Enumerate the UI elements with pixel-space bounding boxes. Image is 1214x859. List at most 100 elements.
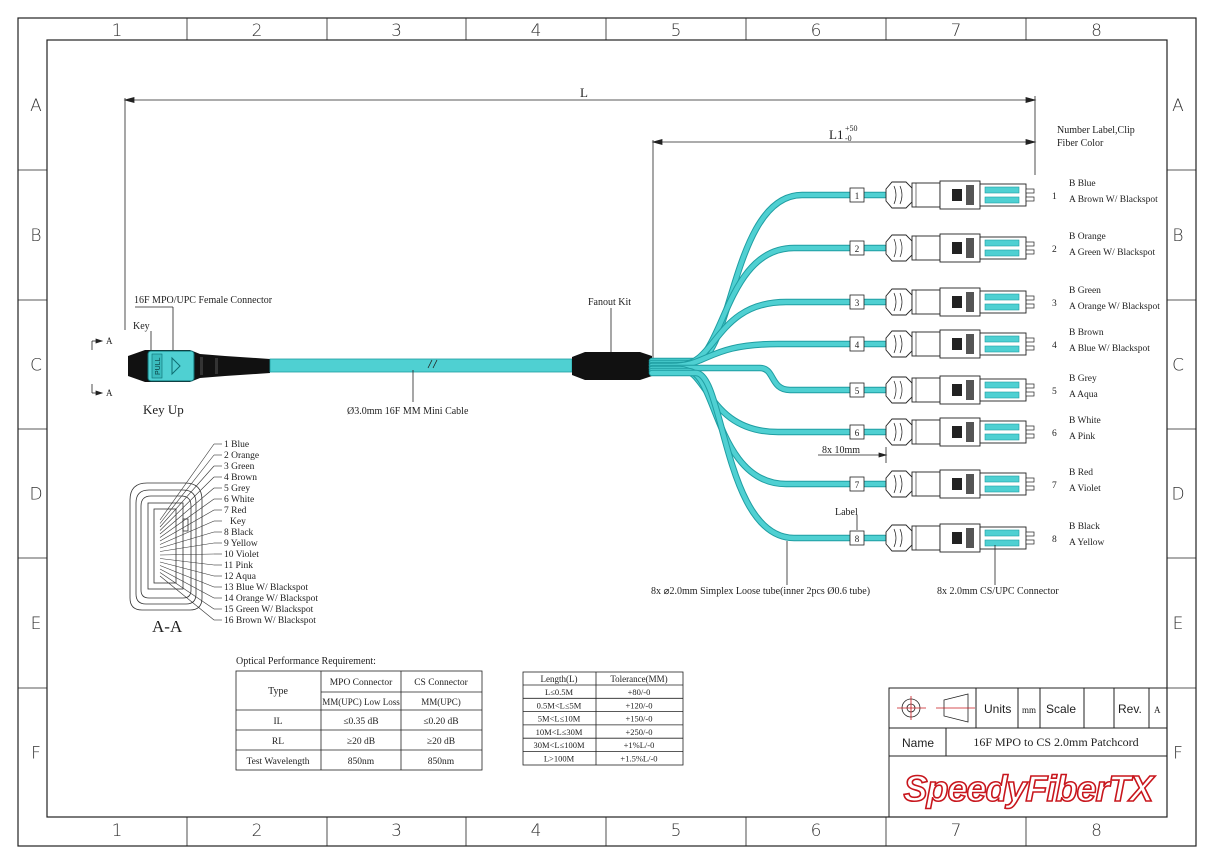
cs-connector (885, 180, 1035, 210)
cs-connector (885, 287, 1035, 317)
leg-color-a: A Yellow (1069, 538, 1105, 548)
optical-table-title: Optical Performance Requirement: (236, 656, 376, 667)
cs-connector-label: 8x 2.0mm CS/UPC Connector (937, 586, 1059, 597)
tolerance-col-length: Length(L) (541, 674, 578, 684)
fiber-map-entry: 14 Orange W/ Blackspot (224, 594, 318, 604)
tolerance-row-length: L≤0.5M (545, 687, 573, 697)
fiber-leg (649, 366, 888, 435)
fiber-number-label: 4 (849, 336, 865, 352)
grid-column-label: 4 (531, 21, 542, 41)
units-label: Units (984, 702, 1011, 716)
fiber-map-entry: 10 Violet (224, 550, 259, 560)
fiber-map-leader (159, 520, 215, 545)
fiber-leg-outline (648, 191, 889, 365)
fiber-map-entry: 4 Brown (224, 473, 257, 483)
leg-number: 6 (1052, 429, 1057, 439)
leg-color-a: A Pink (1069, 432, 1095, 442)
fiber-number-label: 1 (849, 187, 865, 203)
fiber-number-text: 8 (855, 534, 860, 544)
fiber-number-label: 8 (849, 530, 865, 546)
brand-logo: SpeedyFiberTX (903, 768, 1155, 809)
section-marks (91, 338, 104, 396)
grid-column-label: 2 (252, 21, 263, 41)
optical-sub-cs: MM(UPC) (421, 697, 461, 707)
leg-color-b: B Green (1069, 286, 1101, 296)
fiber-map-leader (159, 454, 215, 524)
fiber-map-leader (159, 553, 215, 556)
fiber-number-text: 5 (855, 386, 860, 396)
grid-row-label: C (1172, 356, 1184, 376)
grid-ticks (18, 18, 1196, 846)
optical-table (235, 670, 483, 771)
fiber-map-entry: 6 White (224, 495, 254, 505)
grid-row-label: E (1173, 614, 1184, 634)
leg-color-a: A Aqua (1069, 390, 1099, 400)
tolerance-row-length: L>100M (544, 754, 575, 764)
fiber-number-label: 5 (849, 382, 865, 398)
fiber-map-leader (159, 575, 215, 621)
grid-column-label: 8 (1091, 21, 1102, 41)
dimension-L1-lower: -0 (845, 134, 852, 143)
grid-column-label: 4 (531, 821, 542, 841)
cable-break-mark (427, 359, 438, 369)
fiber-map-leader (159, 531, 215, 549)
optical-sub-mpo: MM(UPC) Low Loss (322, 697, 400, 707)
leg-number: 5 (1052, 387, 1057, 397)
leg-number: 4 (1052, 341, 1057, 351)
fanout-kit-label: Fanout Kit (588, 297, 631, 308)
fiber-leg (649, 299, 888, 368)
fanout-kit (572, 352, 652, 380)
fiber-map-leader (159, 443, 215, 521)
fiber-map-entry: 12 Aqua (224, 572, 257, 582)
leg-color-b: B White (1069, 416, 1101, 426)
grid-column-label: 2 (252, 821, 263, 841)
fiber-number-label: 6 (849, 424, 865, 440)
grid-row-label: A (1172, 96, 1184, 116)
fiber-map-leader (159, 487, 215, 535)
grid-column-label: 3 (391, 821, 402, 841)
pitch-dimension-label: 8x 10mm (822, 445, 860, 456)
optical-row-cs: ≤0.20 dB (423, 717, 458, 727)
fiber-map-leader (159, 465, 215, 528)
tolerance-row-value: +150/-0 (626, 714, 653, 724)
fiber-map-entry: 15 Green W/ Blackspot (224, 605, 314, 615)
fiber-number-text: 4 (855, 340, 860, 350)
title-block (888, 687, 1168, 818)
rev-value: A (1154, 705, 1161, 715)
tolerance-row-value: +80/-0 (628, 687, 651, 697)
tolerance-row-length: 0.5M<L≤5M (537, 700, 582, 710)
cs-connector (885, 375, 1035, 405)
leg-number: 1 (1052, 192, 1057, 202)
tolerance-row-value: +120/-0 (626, 700, 653, 710)
leg-color-a: A Blue W/ Blackspot (1069, 344, 1150, 354)
leg-color-b: B Red (1069, 468, 1093, 478)
fiber-map-entry: 9 Yellow (224, 539, 258, 549)
simplex-tube-label: 8x ⌀2.0mm Simplex Loose tube(inner 2pcs … (651, 586, 870, 597)
grid-row-label: A (30, 96, 42, 116)
fiber-map-entry: 7 Red (224, 506, 247, 516)
fiber-leg-outline (648, 298, 889, 369)
grid-row-label: E (31, 614, 42, 634)
fiber-number-label: 2 (849, 240, 865, 256)
outer-border (17, 17, 1197, 847)
leg-number: 3 (1052, 299, 1057, 309)
optical-row-cs: ≥20 dB (427, 737, 455, 747)
units-value: mm (1022, 705, 1036, 715)
fiber-number-text: 7 (855, 480, 860, 490)
pitch-dimension (818, 447, 888, 463)
optical-col-mpo: MPO Connector (330, 678, 393, 688)
fiber-map-leader (159, 542, 215, 552)
inner-border (46, 39, 1168, 818)
fiber-number-text: 3 (855, 298, 860, 308)
fiber-map-leader (159, 561, 215, 577)
grid-column-label: 5 (671, 21, 682, 41)
fiber-map-leader (159, 565, 215, 588)
cable-label: Ø3.0mm 16F MM Mini Cable (347, 406, 469, 417)
grid-row-label: F (1173, 744, 1183, 764)
fiber-map-leader (159, 509, 215, 542)
